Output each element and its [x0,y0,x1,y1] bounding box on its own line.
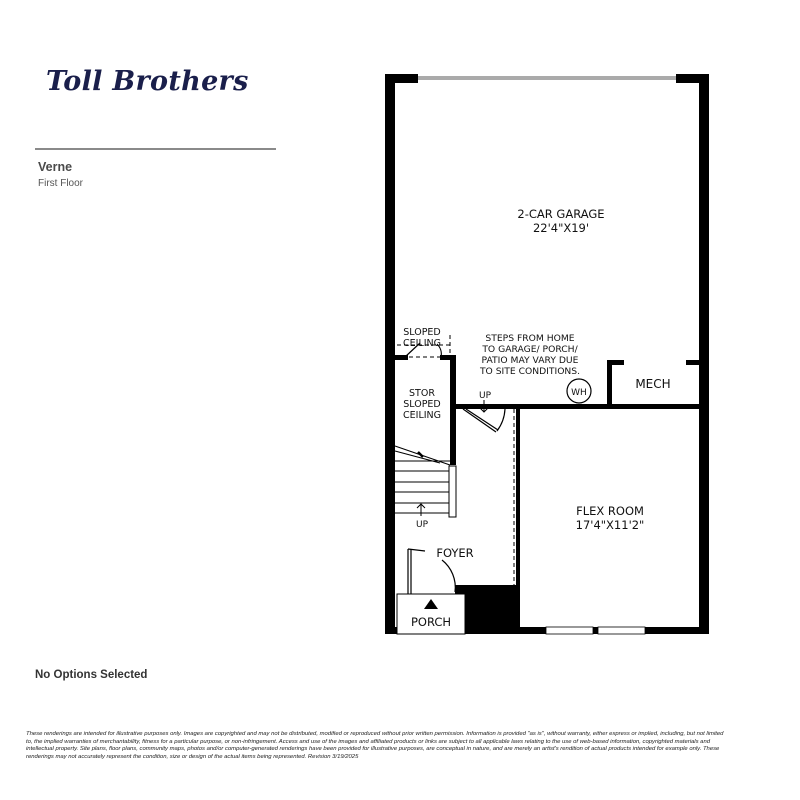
water-heater-label: WH [571,388,587,398]
storage-label-2: SLOPED [403,399,441,410]
sloped-ceiling-label-1: SLOPED [403,327,441,338]
flex-room-windows [545,626,646,635]
garage-name: 2-CAR GARAGE [517,207,604,221]
model-name: Verne [38,160,73,174]
garage-up-label: UP [479,391,492,401]
dashed-lines [397,335,520,585]
water-heater-icon [566,378,592,404]
up-arrow-icon [416,400,489,516]
garage-entry-door [462,408,506,433]
brand-logo: Toll Brothers [46,66,249,97]
flex-room-dims: 17'4"X11'2" [576,518,645,532]
mech-label: MECH [635,377,670,391]
storage-label-1: STOR [409,388,435,399]
steps-note-line-2: TO GARAGE/ PORCH/ [481,344,578,355]
entry-triangle-icon [424,599,438,609]
sloped-ceiling-label-2: CEILING [403,338,441,349]
foyer-label: FOYER [436,546,473,560]
interior-walls [393,355,700,627]
staircase [394,445,457,518]
steps-note-line-1: STEPS FROM HOME [485,333,574,344]
legal-disclaimer: These renderings are intended for illust… [26,731,724,760]
options-status: No Options Selected [35,669,148,681]
sloped-ceiling-door [404,342,442,358]
porch-label: PORCH [411,615,451,629]
porch [396,593,466,635]
front-door [407,548,456,595]
garage-dims: 22'4"X19' [533,221,589,235]
floor-label: First Floor [38,178,83,189]
flex-room-name: FLEX ROOM [576,504,644,518]
storage-label-3: CEILING [403,410,441,421]
stairs-up-label: UP [416,520,429,530]
steps-note-line-3: PATIO MAY VARY DUE [482,355,579,366]
steps-note-line-4: TO SITE CONDITIONS. [479,366,580,377]
header-divider [35,148,276,150]
